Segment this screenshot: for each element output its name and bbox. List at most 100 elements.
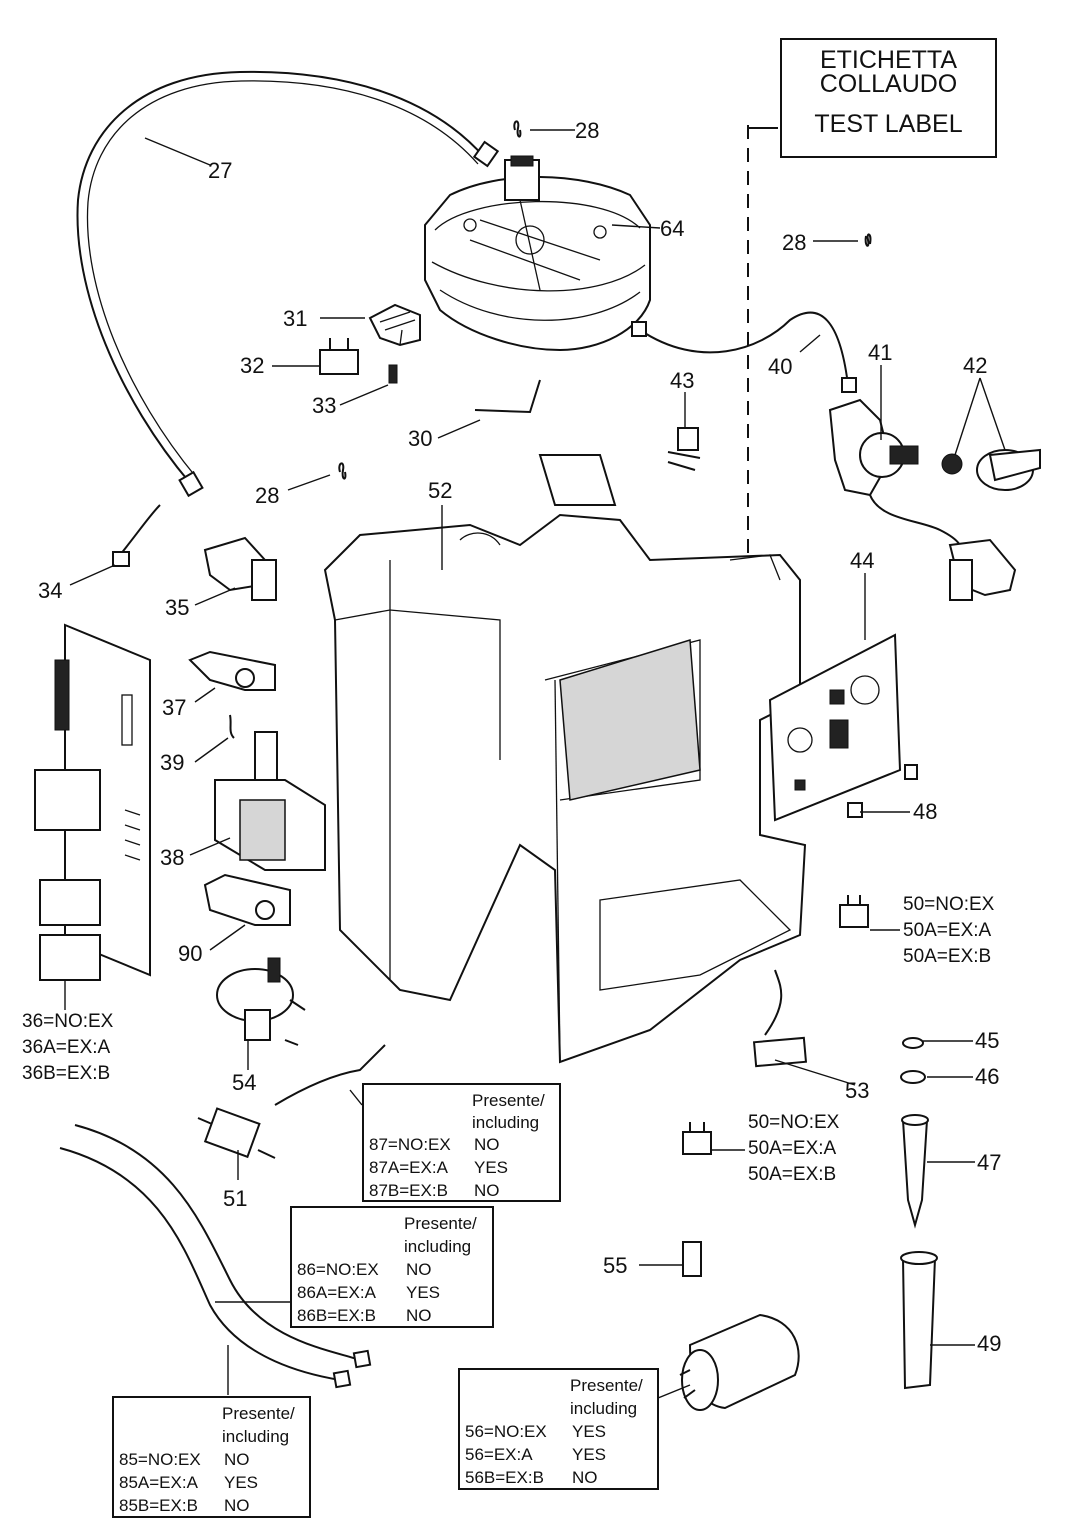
callout-31: 31 xyxy=(283,306,308,331)
table-56-variant: 56B=EX:B xyxy=(465,1468,544,1487)
table-86-header-2: including xyxy=(404,1237,472,1256)
callout-46: 46 xyxy=(975,1064,1000,1089)
table-56-variant: 56=NO:EX xyxy=(465,1422,547,1441)
sensor-34 xyxy=(112,504,161,567)
table-87-header-1: Presente/ xyxy=(472,1091,545,1110)
cable-86 xyxy=(74,1124,361,1361)
callout-27: 27 xyxy=(208,158,233,183)
clip-28-top xyxy=(513,120,522,138)
part-53 xyxy=(752,969,808,1068)
table-56-variant: 56=EX:A xyxy=(465,1445,533,1464)
cable-85 xyxy=(59,1147,341,1381)
callout-64: 64 xyxy=(660,216,685,241)
variant-50-line: 50A=EX:B xyxy=(748,1164,837,1185)
variant-36-line: 36B=EX:B xyxy=(22,1063,111,1084)
table-85-variant: 85B=EX:B xyxy=(119,1496,198,1515)
part-32 xyxy=(319,338,359,375)
switch-43 xyxy=(667,427,701,471)
callout-49: 49 xyxy=(977,1331,1002,1356)
table-56-header-1: Presente/ xyxy=(570,1376,643,1395)
callout-28-right: 28 xyxy=(782,230,807,255)
part-31 xyxy=(368,303,421,347)
steam-valve-41 xyxy=(828,398,1017,601)
callout-32: 32 xyxy=(240,353,265,378)
table-87-header-2: including xyxy=(472,1113,540,1132)
callout-47: 47 xyxy=(977,1150,1002,1175)
callout-52: 52 xyxy=(428,478,453,503)
callout-53: 53 xyxy=(845,1078,870,1103)
table-86-value: YES xyxy=(406,1283,441,1302)
table-87-value: NO xyxy=(474,1135,500,1154)
callout-42: 42 xyxy=(963,353,988,378)
test-label-box: ETICHETTA COLLAUDO TEST LABEL xyxy=(780,38,997,158)
table-86-variant: 86A=EX:A xyxy=(297,1283,376,1302)
test-label-line2: COLLAUDO xyxy=(819,70,958,98)
table-86-value: NO xyxy=(406,1260,432,1279)
callout-33: 33 xyxy=(312,393,337,418)
variant-50-line: 50A=EX:B xyxy=(903,946,992,967)
test-label-line3: TEST LABEL xyxy=(814,110,963,138)
spring-33 xyxy=(388,364,398,384)
clip-28-left xyxy=(338,462,347,480)
part-51 xyxy=(197,1107,276,1159)
knob-42 xyxy=(941,448,1041,491)
callout-34: 34 xyxy=(38,578,63,603)
table-56: Presente/ including 56=NO:EX YES 56=EX:A… xyxy=(458,1368,659,1490)
leader-lines xyxy=(64,129,1006,1399)
callout-35: 35 xyxy=(165,595,190,620)
callout-90: 90 xyxy=(178,941,203,966)
table-85-header-2: including xyxy=(222,1427,290,1446)
variant-36-line: 36A=EX:A xyxy=(22,1037,111,1058)
table-87-variant: 87B=EX:B xyxy=(369,1181,448,1200)
callout-43: 43 xyxy=(670,368,695,393)
callout-48: 48 xyxy=(913,799,938,824)
bracket-37 xyxy=(188,650,276,691)
callout-55: 55 xyxy=(603,1253,628,1278)
variant-36-line: 36=NO:EX xyxy=(22,1011,114,1032)
pump-38 xyxy=(214,731,326,871)
table-86-header-1: Presente/ xyxy=(404,1214,477,1233)
callout-28-left: 28 xyxy=(255,483,280,508)
table-85-value: NO xyxy=(224,1450,250,1469)
capacitor-56 xyxy=(679,1313,800,1411)
table-87: Presente/ including 87=NO:EX NO 87A=EX:A… xyxy=(362,1083,561,1202)
clip-28-right xyxy=(864,233,872,247)
callout-45: 45 xyxy=(975,1028,1000,1053)
connector-50-top xyxy=(839,895,869,928)
hose-40 xyxy=(631,311,857,393)
callout-30: 30 xyxy=(408,426,433,451)
table-86-value: NO xyxy=(406,1306,432,1325)
table-85-value: YES xyxy=(224,1473,259,1492)
callout-39: 39 xyxy=(160,750,185,775)
o-ring-46 xyxy=(900,1070,926,1084)
callout-28-top: 28 xyxy=(575,118,600,143)
variant-50-line: 50=NO:EX xyxy=(903,894,995,915)
table-85-variant: 85A=EX:A xyxy=(119,1473,198,1492)
table-85-variant: 85=NO:EX xyxy=(119,1450,201,1469)
table-56-value: NO xyxy=(572,1468,598,1487)
callout-51: 51 xyxy=(223,1186,248,1211)
nozzle-47 xyxy=(901,1114,929,1229)
table-86-variant: 86=NO:EX xyxy=(297,1260,379,1279)
table-87-variant: 87A=EX:A xyxy=(369,1158,448,1177)
cable-87 xyxy=(274,1044,386,1106)
bracket-90 xyxy=(203,873,291,926)
callout-41: 41 xyxy=(868,340,893,365)
variant-50-line: 50=NO:EX xyxy=(748,1112,840,1133)
variants-50-top: 50=NO:EX 50A=EX:A 50A=EX:B xyxy=(903,895,994,967)
table-86-variant: 86B=EX:B xyxy=(297,1306,376,1325)
variants-50-mid: 50=NO:EX 50A=EX:A 50A=EX:B xyxy=(748,1113,839,1185)
callout-44: 44 xyxy=(850,548,875,573)
power-board-44 xyxy=(768,633,902,822)
variant-50-line: 50A=EX:A xyxy=(903,920,992,941)
table-87-variant: 87=NO:EX xyxy=(369,1135,451,1154)
part-39 xyxy=(229,714,235,739)
o-ring-45 xyxy=(902,1037,924,1049)
rod-30 xyxy=(474,379,541,414)
table-86: Presente/ including 86=NO:EX NO 86A=EX:A… xyxy=(290,1206,494,1328)
hose-27 xyxy=(76,70,500,498)
table-87-value: NO xyxy=(474,1181,500,1200)
test-label-line1: ETICHETTA xyxy=(819,46,958,74)
callout-37: 37 xyxy=(162,695,187,720)
